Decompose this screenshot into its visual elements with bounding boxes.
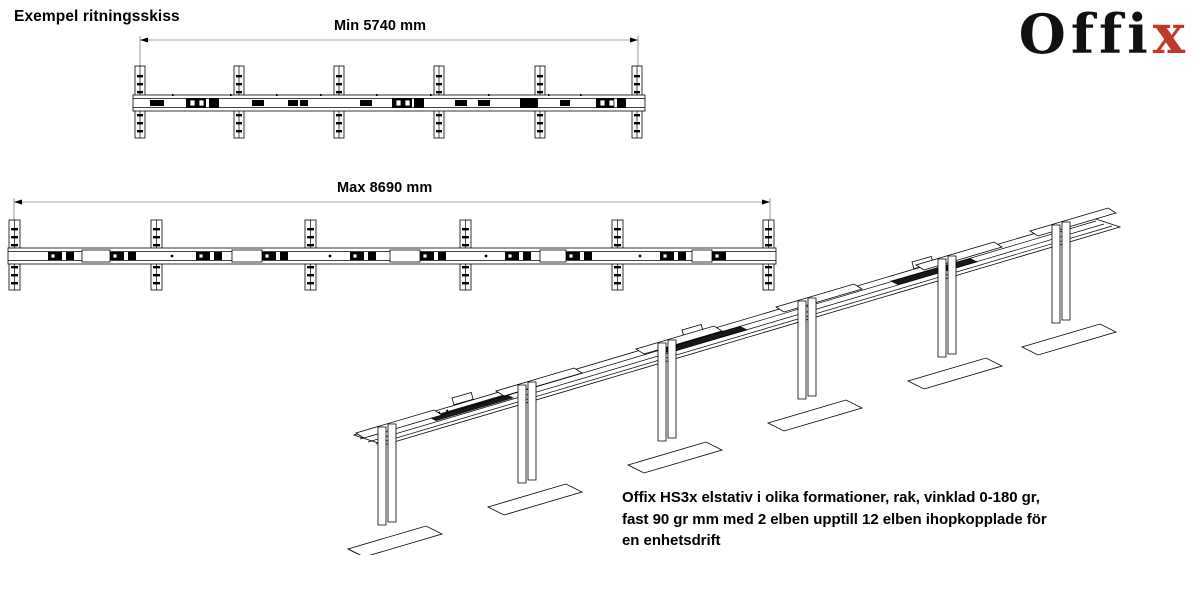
iso-leg-4 [766,283,864,432]
caption-line-2: fast 90 gr mm med 2 elben upptill 12 elb… [622,510,1047,528]
dimension-line-min [139,36,639,138]
top-plan-view-min [0,28,700,158]
logo-text-dark: Offi [1018,2,1153,66]
product-caption: Offix HS3x elstativ i olika formationer,… [622,487,1182,552]
iso-leg-2 [486,367,584,516]
caption-line-1: Offix HS3x elstativ i olika formationer,… [622,489,1040,506]
page-title: Exempel ritningsskiss [14,8,180,25]
top-plan-min-svg [132,36,646,139]
top-plan-max-svg [7,198,777,291]
top-plan-view-max [0,190,800,300]
iso-leg-5 [906,241,1004,390]
iso-leg-1 [346,409,444,555]
beam-assembly-min [132,94,646,112]
beam-assembly-max [7,247,777,265]
iso-leg-6 [1020,207,1118,356]
logo-text-accent: x [1152,2,1190,66]
iso-beam [352,216,1122,446]
iso-leg-3 [626,325,724,474]
isometric-frame-view [330,195,1198,555]
dimension-label-max: Max 8690 mm [337,180,433,196]
isometric-frame-svg [346,207,1122,555]
caption-line-3: en enhetsdrift [622,532,721,549]
dimension-label-min: Min 5740 mm [334,18,427,34]
offix-logo: Offix [1019,2,1190,66]
